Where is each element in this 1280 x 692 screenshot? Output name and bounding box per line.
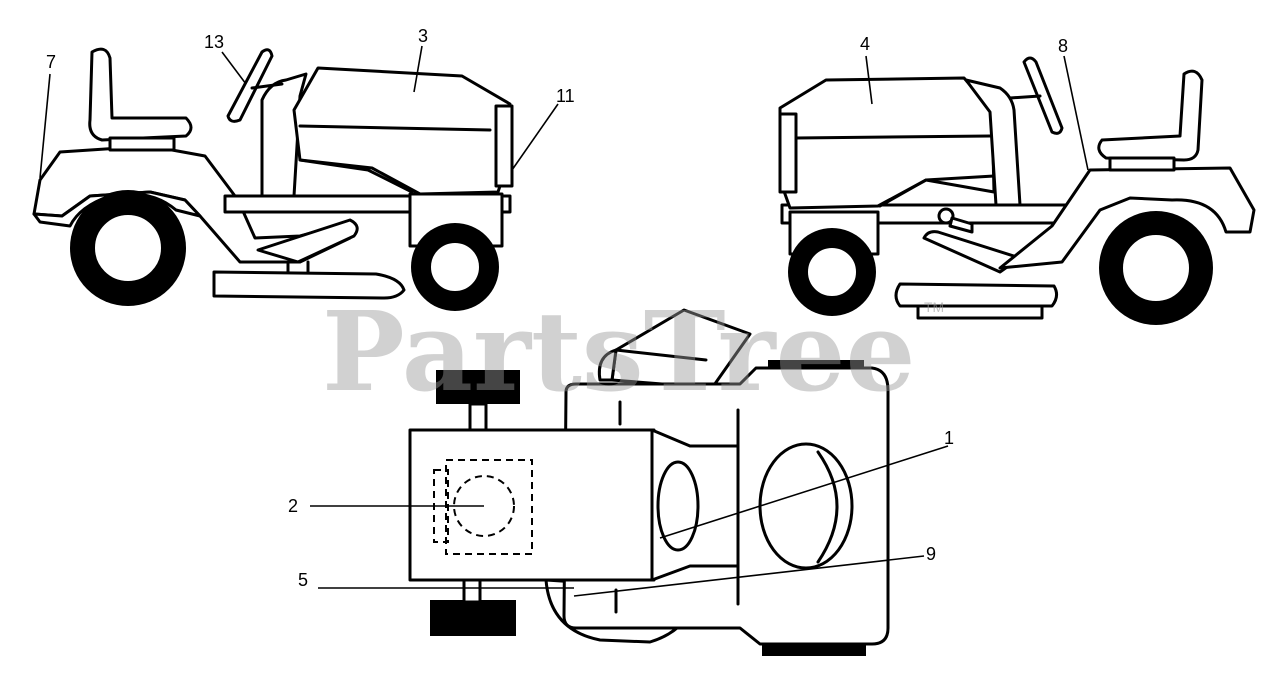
grille-right [778,112,798,194]
front-tire-bottom [762,644,866,656]
steering-wheel [226,48,274,123]
callout-13: 13 [204,32,224,52]
watermark-text: PartsTree [322,287,916,416]
seat-support [108,136,176,152]
callout-4: 4 [860,34,870,54]
watermark-trademark: TM [924,299,944,315]
dash-tower-right [964,78,1022,207]
callout-3: 3 [418,26,428,46]
grille [494,104,514,188]
partstree-watermark: PartsTree TM [322,287,944,416]
steering-wheel-right [1022,56,1064,135]
mower-deck-right [894,282,1059,308]
rear-tire-top [436,370,520,404]
mower-deck [212,270,406,300]
seat-support-right [1108,156,1176,172]
callout-8: 8 [1058,36,1068,56]
callout-5: 5 [298,570,308,590]
ignition-key [937,207,955,225]
callout-numbers: 7 13 3 11 4 8 1 2 5 9 [46,26,1068,590]
callout-1: 1 [944,428,954,448]
callout-11: 11 [556,86,575,106]
footrest [256,218,359,264]
tractor-right-side-view [778,56,1256,325]
tractor-left-side-view [32,47,514,311]
callout-9: 9 [926,544,936,564]
seat [88,47,193,142]
hood-right [778,76,996,210]
dash-tower [260,72,308,198]
callout-7: 7 [46,52,56,72]
dash-panel [656,460,700,552]
callout-2: 2 [288,496,298,516]
seat-right [1097,69,1204,162]
footrest-right [922,230,1022,274]
rear-tire-bottom [430,600,516,636]
rear-fender-right [998,166,1256,270]
leader-lines [39,45,1089,597]
seat-outline-top [445,459,533,555]
